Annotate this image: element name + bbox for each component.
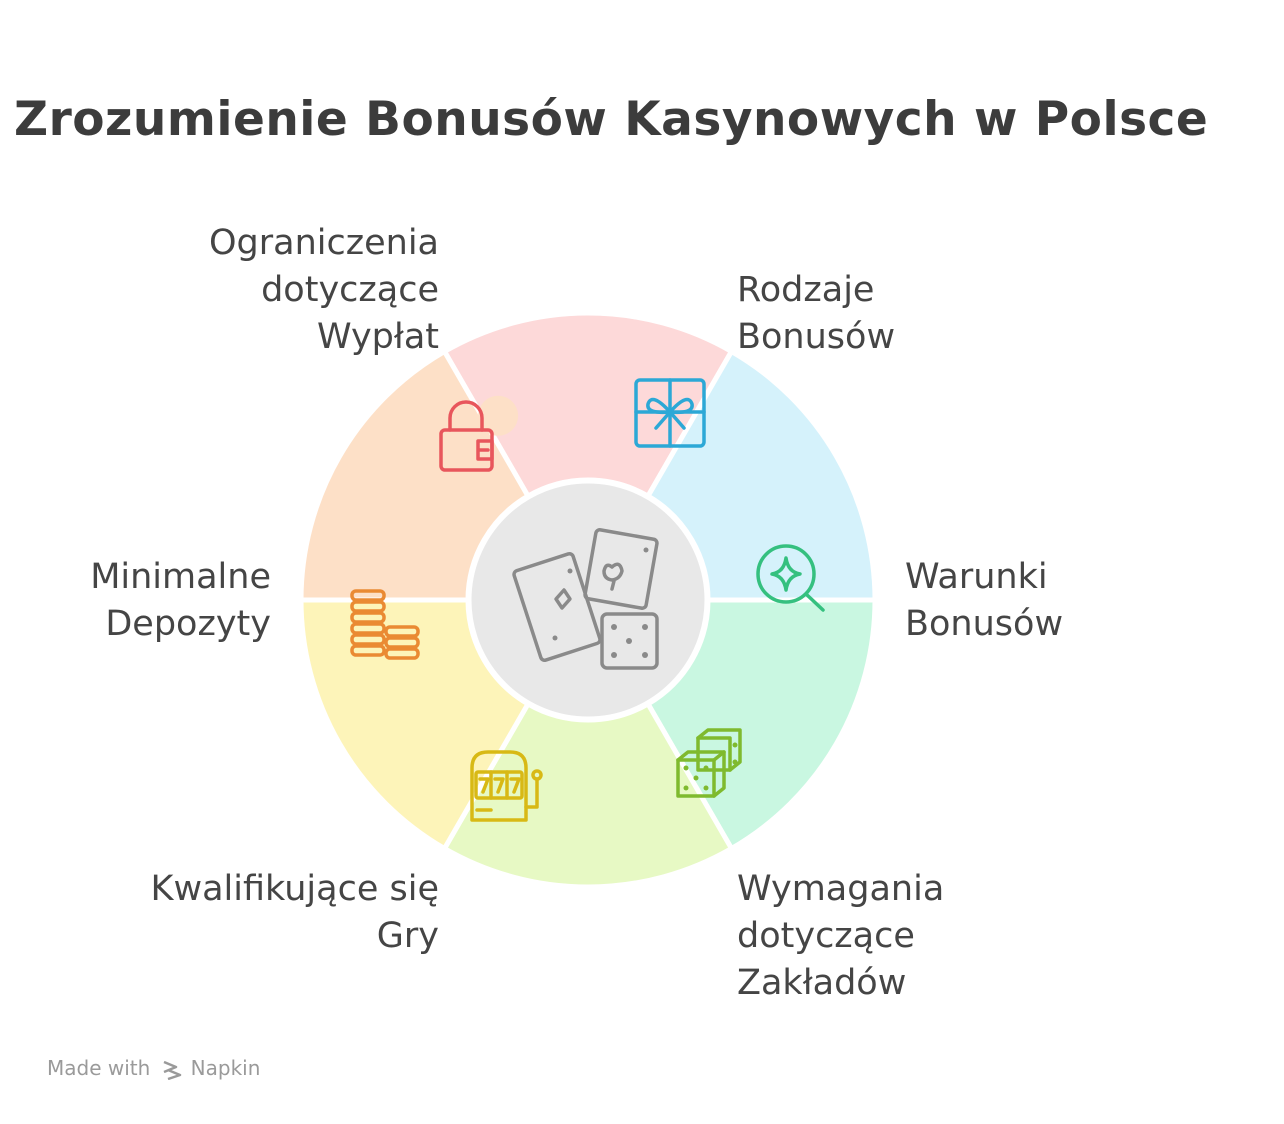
label-line: Bonusów	[905, 604, 1064, 644]
label-bonus-types: Rodzaje Bonusów	[737, 267, 895, 361]
page-title: Zrozumienie Bonusów Kasynowych w Polsce	[14, 92, 1209, 147]
label-withdrawal-limits: Ograniczenia dotyczące Wypłat	[209, 220, 439, 361]
label-line: Bonusów	[737, 317, 896, 357]
label-line: Kwalifikujące się	[150, 869, 439, 909]
napkin-logo-icon	[163, 1060, 182, 1080]
label-bonus-terms: Warunki Bonusów	[905, 554, 1063, 648]
coin-stacks-icon	[350, 589, 420, 660]
label-line: dotyczące	[261, 270, 439, 310]
cards-and-dice-icon	[512, 528, 659, 670]
padlock-icon	[439, 400, 494, 472]
gift-box-icon	[634, 378, 706, 448]
label-line: Warunki	[905, 557, 1048, 597]
label-line: Gry	[376, 916, 439, 956]
label-line: dotyczące	[737, 916, 915, 956]
label-qualifying-games: Kwalifikujące się Gry	[151, 866, 439, 960]
puzzle-knob-deposit	[478, 395, 519, 436]
label-line: Depozyty	[105, 604, 271, 644]
label-line: Wymagania	[737, 869, 945, 909]
dice-pair-icon	[676, 728, 742, 798]
label-line: Ograniczenia	[208, 223, 439, 263]
label-minimum-deposits: Minimalne Depozyty	[90, 554, 271, 648]
label-wagering-requirements: Wymagania dotyczące Zakładów	[737, 866, 944, 1007]
label-line: Wypłat	[316, 317, 439, 357]
magnifier-sparkle-icon	[756, 544, 825, 612]
footer-attribution: Made with Napkin	[47, 1056, 260, 1080]
footer-brand: Napkin	[190, 1056, 261, 1080]
label-line: Rodzaje	[737, 270, 875, 310]
footer-prefix: Made with	[47, 1056, 151, 1080]
label-line: Zakładów	[737, 963, 907, 1003]
slot-machine-icon	[470, 750, 543, 822]
label-line: Minimalne	[90, 557, 271, 597]
